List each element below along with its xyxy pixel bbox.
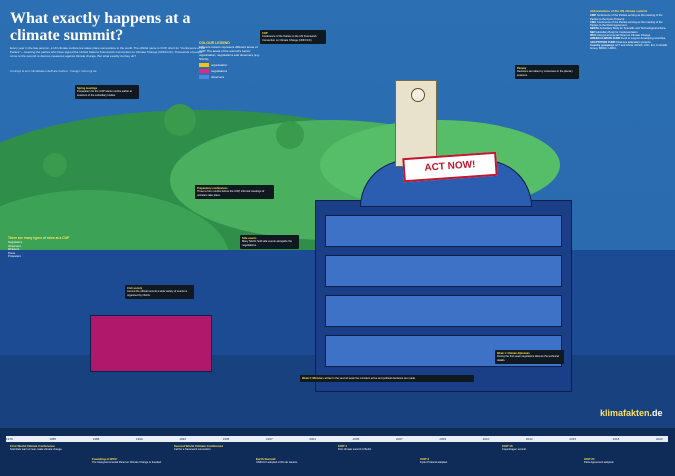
roles-section: There are many types of roles at a COP N… bbox=[8, 235, 78, 258]
glossary-entry: IPCC Intergovernmental Panel on Climate … bbox=[590, 34, 651, 38]
colour-legend: COLOUR LEGEND Different colours represen… bbox=[199, 41, 265, 93]
timeline-year: 2018 bbox=[612, 437, 620, 441]
timeline-year: 1988 bbox=[92, 437, 100, 441]
floor-1 bbox=[325, 215, 562, 247]
timeline-year: 2009 bbox=[439, 437, 447, 441]
klimafakten-logo: klimafakten.de bbox=[600, 408, 663, 418]
glossary-entry: GREEN CLIMATE FUND Fund to support devel… bbox=[590, 37, 666, 41]
intro-text: Every year in the late autumn, a UN clim… bbox=[10, 46, 205, 58]
timeline-year: 2015 bbox=[569, 437, 577, 441]
timeline-year: 2007 bbox=[396, 437, 403, 441]
glossary-entry: ADAPTATION FUND Finances adaptation proj… bbox=[590, 40, 652, 44]
glossary-heading: Abbreviations of the UN climate summit bbox=[590, 9, 647, 13]
note-week-2: Week 2: Ministers arrive In the second w… bbox=[300, 375, 474, 383]
role-item: Protesters bbox=[8, 254, 21, 259]
glossary-entry: SBSTA Subsidiary Body for Scientific and… bbox=[590, 27, 667, 31]
floor-2 bbox=[325, 255, 562, 287]
timeline-year: 1995 bbox=[222, 437, 230, 441]
legend-item: observers bbox=[199, 75, 265, 79]
timeline-year: 1992 bbox=[179, 437, 187, 441]
clock-icon bbox=[411, 88, 425, 102]
timeline-year: 2020 bbox=[656, 437, 663, 441]
glossary-entry: SBI Subsidiary Body for Implementation. bbox=[590, 30, 639, 34]
timeline-year: 1990 bbox=[136, 437, 143, 441]
timeline-year: 1997 bbox=[266, 437, 273, 441]
page-title: What exactly happens at a climate summit… bbox=[10, 10, 191, 44]
glossary-column: Abbreviations of the UN climate summit C… bbox=[590, 8, 670, 403]
legend-item: organisation bbox=[199, 63, 265, 67]
timeline-axis: 1979 1985 1988 1990 1992 1995 1997 2001 2005 2007… bbox=[6, 436, 668, 442]
timeline-year: 2010 bbox=[482, 437, 490, 441]
glossary-entry: Country groupings G77 and China, AOSIS, … bbox=[590, 43, 667, 51]
glossary-entry: CMP Conference of the Parties serving as… bbox=[590, 14, 663, 21]
glossary-entry: CMA Conference of the Parties serving as… bbox=[590, 20, 663, 28]
timeline-year: 2001 bbox=[309, 437, 317, 441]
role-item: Ministers bbox=[8, 247, 20, 252]
timeline-year: 1979 bbox=[6, 437, 13, 441]
civil-society-building bbox=[90, 315, 212, 372]
timeline-year: 1985 bbox=[49, 437, 57, 441]
role-item: Press bbox=[8, 250, 16, 255]
timeline-year: 2012 bbox=[526, 437, 533, 441]
timeline-year: 2005 bbox=[352, 437, 360, 441]
legend-text: Different colours represent different ar… bbox=[199, 45, 260, 61]
role-item: Negotiators bbox=[8, 240, 23, 245]
legend-swatch bbox=[199, 63, 209, 67]
credits: Concept & text: klimafakten.de/Kate Gerb… bbox=[10, 69, 97, 73]
legend-swatch bbox=[199, 69, 209, 73]
legend-title: COLOUR LEGEND bbox=[199, 41, 230, 45]
role-item: Observers bbox=[8, 243, 21, 248]
floor-3 bbox=[325, 295, 562, 327]
legend-item: negotiations bbox=[199, 69, 265, 73]
legend-swatch bbox=[199, 75, 209, 79]
